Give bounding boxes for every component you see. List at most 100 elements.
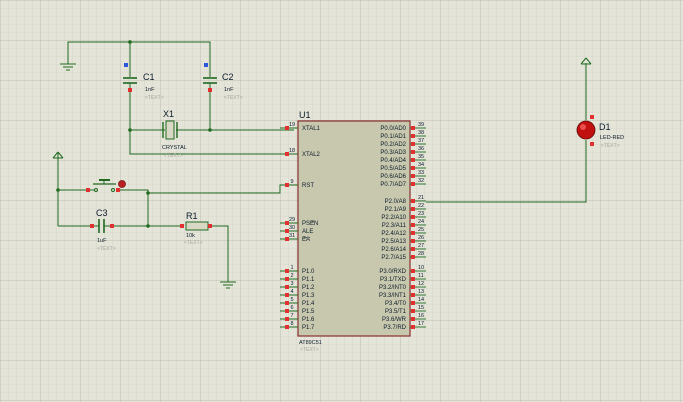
- u1-pin-number: 23: [418, 211, 424, 217]
- u1-pin-p1-6[interactable]: 7P1.6: [280, 313, 315, 323]
- u1-pin-p1-1[interactable]: 2P1.1: [280, 273, 315, 283]
- u1-pin-number: 24: [418, 219, 424, 225]
- u1-pin-number: 1: [290, 265, 293, 271]
- u1-pin-label: P1.4: [302, 301, 315, 307]
- x1-value: CRYSTAL: [162, 145, 187, 151]
- ground-symbol-bottom: [220, 281, 236, 289]
- u1-pin-number: 17: [418, 321, 424, 327]
- c2-value: 1nF: [224, 87, 234, 93]
- u1-pin-label: P3.1/TXD: [380, 277, 407, 283]
- u1-right-pins: 39P0.0/AD038P0.1/AD137P0.2/AD236P0.3/AD3…: [379, 122, 426, 331]
- u1-pin-number: 21: [418, 195, 424, 201]
- u1-pin-number: 6: [290, 305, 293, 311]
- capacitor-c1[interactable]: C1 1nF <TEXT>: [123, 63, 164, 101]
- power-terminal-right: [580, 57, 592, 65]
- u1-pin-label: P2.0/A8: [385, 199, 407, 205]
- u1-ref: U1: [299, 110, 311, 120]
- u1-pin-p1-5[interactable]: 6P1.5: [280, 305, 315, 315]
- u1-pin-number: 28: [418, 251, 424, 257]
- u1-pin-label: RST: [302, 183, 314, 189]
- junctions: [56, 40, 212, 228]
- r1-value: 10k: [186, 233, 195, 239]
- u1-pin-number: 8: [290, 321, 293, 327]
- u1-pin-p1-4[interactable]: 5P1.4: [280, 297, 315, 307]
- u1-pin-label: P0.0/AD0: [380, 126, 406, 132]
- u1-pin-label: P3.0/RXD: [379, 269, 406, 275]
- capacitor-c3[interactable]: C3 1uF <TEXT>: [90, 208, 116, 252]
- u1-pin-label: P2.2/A10: [381, 215, 406, 221]
- u1-part: AT89C51: [299, 340, 322, 346]
- u1-pin-label: P0.1/AD1: [380, 134, 406, 140]
- crystal-x1[interactable]: X1 CRYSTAL <TEXT>: [162, 109, 187, 159]
- u1-pin-number: 36: [418, 146, 424, 152]
- u1-pin-number: 16: [418, 313, 424, 319]
- u1-pin-label: P2.7/A15: [381, 255, 406, 261]
- u1-pin-number: 7: [290, 313, 293, 319]
- u1-pin-label: P0.5/AD5: [380, 166, 406, 172]
- wires: [57, 41, 587, 282]
- u1-pin-number: 26: [418, 235, 424, 241]
- u1-pin-label: P3.2/INT0: [379, 285, 407, 291]
- led-d1[interactable]: D1 LED-RED <TEXT>: [576, 115, 624, 149]
- u1-pin-label: P0.7/AD7: [380, 182, 406, 188]
- u1-pin-number: 4: [290, 289, 293, 295]
- u1-pin-label: P1.1: [302, 277, 315, 283]
- u1-pin-number: 22: [418, 203, 424, 209]
- u1-pin-label: P3.6/WR: [382, 317, 407, 323]
- u1-pin-number: 5: [290, 297, 293, 303]
- resistor-r1[interactable]: R1 10k <TEXT>: [180, 211, 212, 246]
- c3-text: <TEXT>: [97, 246, 116, 252]
- u1-pin-number: 10: [418, 265, 424, 271]
- ground-symbol-top: [60, 63, 76, 71]
- c1-value: 1nF: [145, 87, 155, 93]
- u1-pin-label: EA: [302, 237, 310, 243]
- x1-text: <TEXT>: [164, 153, 183, 159]
- u1-pin-label: P3.5/T1: [385, 309, 407, 315]
- u1-pin-label: P2.6/A14: [381, 247, 406, 253]
- reset-pushbutton[interactable]: [86, 179, 126, 192]
- u1-pin-p1-7[interactable]: 8P1.7: [280, 321, 315, 331]
- d1-value: LED-RED: [600, 135, 624, 141]
- u1-pin-p1-2[interactable]: 3P1.2: [280, 281, 315, 291]
- u1-pin-p1-0[interactable]: 1P1.0: [280, 265, 315, 275]
- u1-pin-label: P0.2/AD2: [380, 142, 406, 148]
- u1-pin-number: 14: [418, 297, 424, 303]
- capacitor-c2[interactable]: C2 1nF <TEXT>: [203, 63, 243, 101]
- u1-pin-number: 19: [289, 122, 295, 128]
- ic-u1-at89c51[interactable]: U1 AT89C51 <TEXT> 19XTAL118XTAL29RST29PS…: [280, 110, 426, 353]
- u1-pin-p1-3[interactable]: 4P1.3: [280, 289, 315, 299]
- c3-value: 1uF: [97, 238, 107, 244]
